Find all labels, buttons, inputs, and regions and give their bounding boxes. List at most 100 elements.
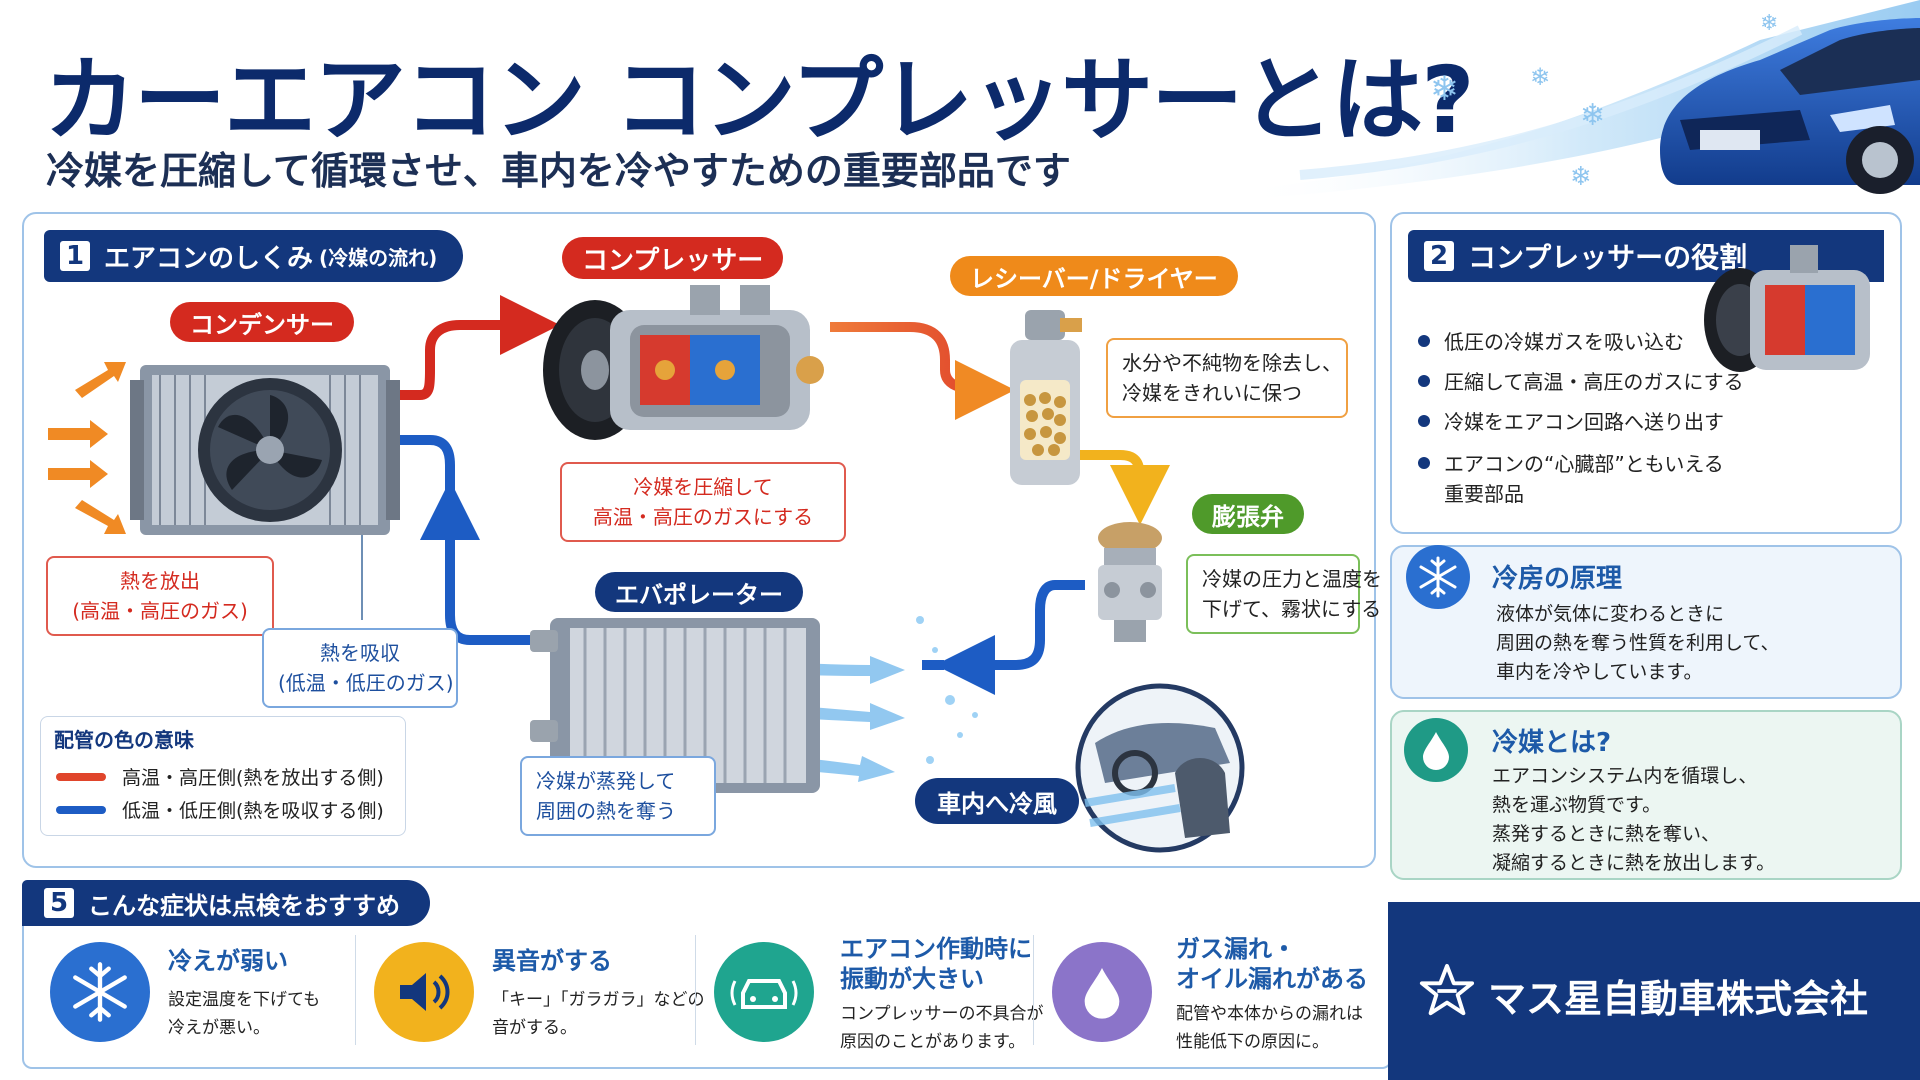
cold-pipe-segment	[922, 660, 944, 670]
receiver-drier-note: 水分や不純物を除去し、 冷媒をきれいに保つ	[1106, 338, 1348, 418]
snowflake-icon	[1406, 545, 1470, 609]
section-title: コンプレッサーの役割	[1468, 241, 1748, 274]
section-title: エアコンのしくみ	[104, 243, 314, 274]
header-car-illustration: ❄ ❄ ❄ ❄ ❄	[1240, 0, 1920, 200]
role-item: 冷媒をエアコン回路へ送り出す	[1418, 406, 1724, 435]
page-title: カーエアコン コンプレッサーとは?	[44, 47, 1475, 154]
page-subtitle: 冷媒を圧縮して循環させ、車内を冷やすための重要部品です	[46, 149, 1071, 193]
text-line: 熱を運ぶ物質です。	[1492, 794, 1662, 816]
heat-arrows	[48, 362, 126, 534]
cooling-principle-box	[1390, 545, 1902, 699]
expansion-valve-note: 冷媒の圧力と温度を 下げて、霧状にする	[1186, 554, 1382, 634]
legend-title: 配管の色の意味	[54, 728, 194, 752]
principle-text: 液体が気体に変わるときに 周囲の熱を奪う性質を利用して、 車内を冷やしています。	[1496, 600, 1779, 687]
symptom-text: 「キー」「ガラガラ」などの 音がする。	[492, 986, 705, 1042]
text-line: 設定温度を下げても	[168, 990, 321, 1010]
note-line: 熱を吸収	[320, 641, 400, 665]
text-line: 「キー」「ガラガラ」などの	[492, 990, 705, 1010]
evaporator-note: 冷媒が蒸発して 周囲の熱を奪う	[520, 756, 716, 836]
title-line: ガス漏れ・	[1176, 935, 1296, 963]
role-item: エアコンの“心臓部”ともいえる	[1418, 448, 1724, 477]
compressor-illustration	[543, 285, 824, 440]
role-text: エアコンの“心臓部”ともいえる	[1444, 452, 1724, 476]
snowflake-icon: ❄	[1430, 69, 1459, 109]
snowflake-icon: ❄	[1760, 11, 1778, 36]
compressor-label: コンプレッサー	[562, 237, 784, 279]
text-line: 冷えが悪い。	[168, 1018, 270, 1038]
legend-hot-swatch	[56, 773, 106, 781]
legend-hot-label: 高温・高圧側(熱を放出する側)	[122, 767, 384, 789]
car-vibration-icon	[714, 942, 814, 1042]
symptom-title: 冷えが弱い	[168, 947, 288, 975]
text-line: エアコンシステム内を循環し、	[1492, 765, 1758, 787]
role-item-continuation: 重要部品	[1444, 482, 1524, 506]
note-line: 高温・高圧のガスにする	[592, 505, 814, 529]
text-line: コンプレッサーの不具合が	[840, 1004, 1044, 1024]
role-text: 低圧の冷媒ガスを吸い込む	[1444, 330, 1684, 354]
title-line: 振動が大きい	[840, 965, 984, 993]
note-line: 冷媒の圧力と温度を	[1202, 567, 1382, 591]
section5-heading: 5 こんな症状は点検をおすすめ	[22, 880, 430, 926]
section1-heading: 1 エアコンのしくみ (冷媒の流れ)	[44, 230, 464, 282]
evaporator-label: エバポレーター	[595, 572, 803, 612]
text-line: 原因のことがあります。	[840, 1032, 1026, 1052]
note-line: 熱を放出	[120, 569, 200, 593]
role-text: 圧縮して高温・高圧のガスにする	[1444, 370, 1744, 394]
role-item: 低圧の冷媒ガスを吸い込む	[1418, 326, 1684, 355]
note-line: (低温・低圧のガス)	[278, 671, 454, 695]
legend-cold-swatch	[56, 806, 106, 814]
note-line: 冷媒を圧縮して	[633, 475, 773, 499]
condenser-label: コンデンサー	[170, 302, 354, 342]
note-line: 冷媒が蒸発して	[536, 769, 676, 793]
hot-pipe-compressor-to-receiver	[830, 322, 1015, 420]
divider	[355, 935, 356, 1045]
divider	[1033, 935, 1034, 1045]
compressor-note: 冷媒を圧縮して 高温・高圧のガスにする	[560, 462, 846, 542]
symptom-text: 配管や本体からの漏れは 性能低下の原因に。	[1176, 1000, 1363, 1056]
refrigerant-box	[1390, 710, 1902, 880]
cold-pipe-compressor-to-condenser	[395, 435, 455, 510]
cold-pipe-expansion-to-evaporator	[935, 580, 1085, 695]
star-logo-icon	[1419, 963, 1475, 1016]
divider	[695, 935, 696, 1045]
symptom-text: 設定温度を下げても 冷えが悪い。	[168, 986, 320, 1042]
section-title: こんな症状は点検をおすすめ	[88, 891, 400, 920]
symptoms-panel	[22, 902, 1392, 1069]
title-line: オイル漏れがある	[1176, 965, 1368, 993]
pipe-receiver-to-expansion	[1075, 450, 1170, 525]
text-line: 配管や本体からの漏れは	[1176, 1004, 1363, 1024]
mist-dots	[916, 616, 978, 764]
snowflake-icon	[50, 942, 150, 1042]
symptom-title: 異音がする	[492, 947, 612, 975]
hot-pipe-compressor-to-condenser	[395, 295, 560, 400]
text-line: 液体が気体に変わるときに	[1496, 603, 1725, 625]
symptom-title: ガス漏れ・ オイル漏れがある	[1176, 934, 1368, 994]
expansion-valve-label: 膨張弁	[1192, 494, 1304, 534]
refrigerant-title: 冷媒とは?	[1492, 728, 1612, 758]
role-text: 冷媒をエアコン回路へ送り出す	[1444, 410, 1724, 434]
receiver-drier-label: レシーバー/ドライヤー	[950, 256, 1238, 296]
droplet-icon	[1052, 942, 1152, 1042]
note-line: 周囲の熱を奪う	[536, 799, 676, 823]
section-title-note: (冷媒の流れ)	[319, 245, 438, 270]
condenser-note: 熱を放出 (高温・高圧のガス)	[46, 556, 274, 636]
cold-pipe-evaporator-to-compressor	[420, 480, 540, 645]
text-line: 周囲の熱を奪う性質を利用して、	[1496, 632, 1780, 654]
symptom-title: エアコン作動時に 振動が大きい	[840, 934, 1032, 994]
text-line: 凝縮するときに熱を放出します。	[1492, 852, 1776, 874]
text-line: 蒸発するときに熱を奪い、	[1492, 823, 1721, 845]
note-line: 下げて、霧状にする	[1202, 597, 1382, 621]
note-line: (高温・高圧のガス)	[72, 599, 248, 623]
car-icon	[1660, 18, 1920, 194]
section-number: 1	[60, 241, 90, 271]
snowflake-icon: ❄	[1580, 98, 1605, 133]
principle-title: 冷房の原理	[1492, 564, 1623, 594]
title-line: エアコン作動時に	[840, 935, 1032, 963]
expansion-valve-illustration	[1098, 522, 1162, 642]
refrigerant-text: エアコンシステム内を循環し、 熱を運ぶ物質です。 蒸発するときに熱を奪い、 凝縮…	[1492, 762, 1775, 878]
compressor-thumbnail	[1704, 245, 1870, 372]
section-number: 5	[44, 888, 74, 918]
text-line: 音がする。	[492, 1018, 577, 1038]
company-name: マス星自動車株式会社	[1488, 977, 1869, 1021]
text-line: 車内を冷やしています。	[1496, 661, 1703, 683]
